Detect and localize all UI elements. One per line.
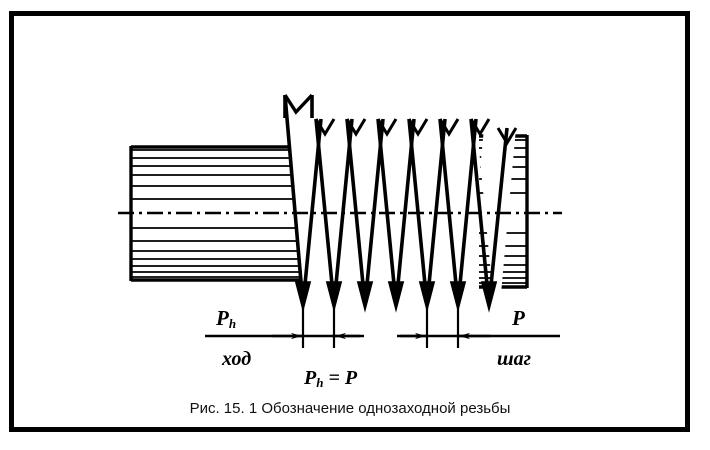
formula-remainder: = P: [323, 367, 358, 389]
lead-symbol-text: P: [216, 306, 229, 330]
thread-start-riser: [283, 95, 314, 118]
thread-crest-notches: [283, 93, 518, 146]
left-shaft-hatching: [131, 149, 303, 278]
figure-caption: Рис. 15. 1 Обозначение однозаходной резь…: [189, 400, 511, 417]
thread-profile: [283, 93, 518, 313]
formula-label: Ph = P: [304, 367, 357, 391]
formula-subscript: h: [316, 375, 324, 390]
lead-symbol-label: Ph: [216, 306, 236, 332]
formula-symbol: P: [304, 367, 317, 389]
dimension-extension-lines: [301, 300, 460, 348]
lead-subscript-text: h: [228, 316, 237, 331]
pitch-word-label: шаг: [497, 348, 532, 370]
lead-word-label: ход: [222, 348, 252, 370]
thread-root-notches: [294, 281, 498, 313]
pitch-symbol-label: P: [512, 306, 525, 330]
